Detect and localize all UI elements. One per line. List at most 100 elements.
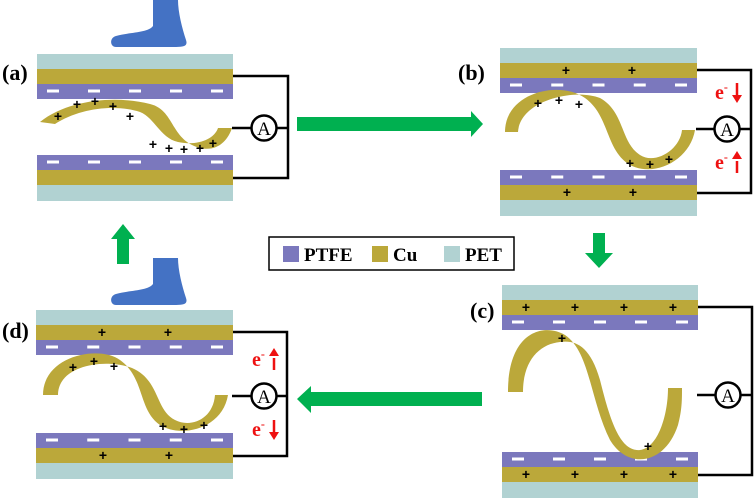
legend: PTFE Cu PET [268,236,515,271]
ammeter-symbol: A [721,386,735,407]
top-pet-layer [36,310,233,325]
top-pet-layer [502,285,698,300]
arrow-left-c-to-d [297,386,482,413]
legend-label-cu: Cu [393,245,418,266]
cu-induced-plus: + [164,324,172,340]
bottom-pet-layer [36,463,233,479]
minus-charge [211,438,223,442]
arrow-up-icon [269,348,279,356]
bottom-pet-layer [502,482,698,498]
minus-charge [47,160,59,164]
minus-charge [551,83,564,87]
minus-charge [170,160,182,164]
film-plus-charge: + [558,330,566,346]
film-plus-charge: + [534,95,542,111]
film-plus-charge: + [555,92,563,108]
minus-charge [592,175,605,179]
top-pet-layer [37,54,233,69]
cu-induced-plus: + [522,466,530,482]
minus-charge [510,83,522,87]
bottom-cu-electrode [502,467,698,482]
legend-swatch-pet [444,246,460,262]
minus-charge [128,345,141,349]
film-plus-charge: + [180,141,188,157]
foot-icon [111,258,187,305]
minus-charge [551,175,564,179]
arrow-down-icon [732,95,742,103]
bottom-cu-electrode [500,185,697,200]
top-pet-layer [500,48,697,63]
ammeter-symbol: A [257,387,271,408]
ammeter-icon [250,114,278,142]
film-plus-charge: + [180,421,188,437]
minus-charge [592,83,605,87]
panel-b: ++++++++++Ae-e-(b) [458,48,753,216]
minus-charge [211,160,223,164]
minus-charge [169,438,182,442]
arrow-down-b-to-c [585,233,613,268]
film-plus-charge: + [665,151,673,167]
film-plus-charge: + [126,108,134,124]
film-plus-charge: + [149,136,157,152]
minus-charge [553,320,565,324]
circuit-wire [697,68,753,195]
minus-charge [512,320,524,324]
cu-induced-plus: + [99,447,107,463]
minus-charge [594,457,606,461]
bottom-pet-layer [500,200,697,216]
electron-superscript: - [724,80,728,94]
bottom-cu-electrode [36,448,233,463]
minus-charge [128,438,141,442]
top-cu-electrode [502,300,698,315]
arrow-right-a-to-b [297,111,483,137]
cu-induced-plus: + [669,466,677,482]
film-plus-charge: + [644,438,652,454]
panel-label-c: (c) [470,298,494,323]
ammeter-symbol: A [720,120,734,141]
panel-label-b: (b) [458,60,485,85]
film-plus-charge: + [209,135,217,151]
electron-label: e- [715,80,728,104]
film-plus-charge: + [575,96,583,112]
cu-induced-plus: + [628,62,636,78]
cu-induced-plus: + [98,324,106,340]
film-plus-charge: + [91,93,99,109]
minus-charge [87,438,100,442]
minus-charge [633,83,646,87]
top-cu-electrode [500,63,697,78]
cu-induced-plus: + [620,299,628,315]
ammeter-icon [250,382,278,410]
cu-s-film [505,89,695,170]
cu-induced-plus: + [571,299,579,315]
circuit-wire [233,330,289,458]
cu-s-film [40,99,232,149]
panel-d: ++++++++++Ae-e-(d) [2,258,289,479]
bottom-cu-electrode [37,170,233,185]
cu-induced-plus: + [620,466,628,482]
minus-charge [88,160,100,164]
legend-swatch-cu [372,246,388,262]
minus-charge [211,345,223,349]
cu-induced-plus: + [571,466,579,482]
minus-charge [211,89,223,93]
film-plus-charge: + [200,417,208,433]
ammeter-icon [714,381,742,409]
legend-swatch-ptfe [283,246,299,262]
cu-induced-plus: + [563,184,571,200]
electron-superscript: - [261,347,265,361]
panel-c: + + + + + + + + + + A (c) [470,285,754,498]
panel-a: ++++++++++A(a) [2,0,290,201]
minus-charge [129,89,141,93]
electron-label: e- [715,150,728,174]
minus-charge [87,345,100,349]
cu-induced-plus: + [522,299,530,315]
minus-charge [510,175,522,179]
minus-charge [512,457,524,461]
minus-charge [675,83,687,87]
minus-charge [46,438,58,442]
cu-induced-plus: + [669,299,677,315]
minus-charge [169,345,182,349]
arrow-up-d-to-a [111,224,135,264]
minus-charge [675,175,687,179]
